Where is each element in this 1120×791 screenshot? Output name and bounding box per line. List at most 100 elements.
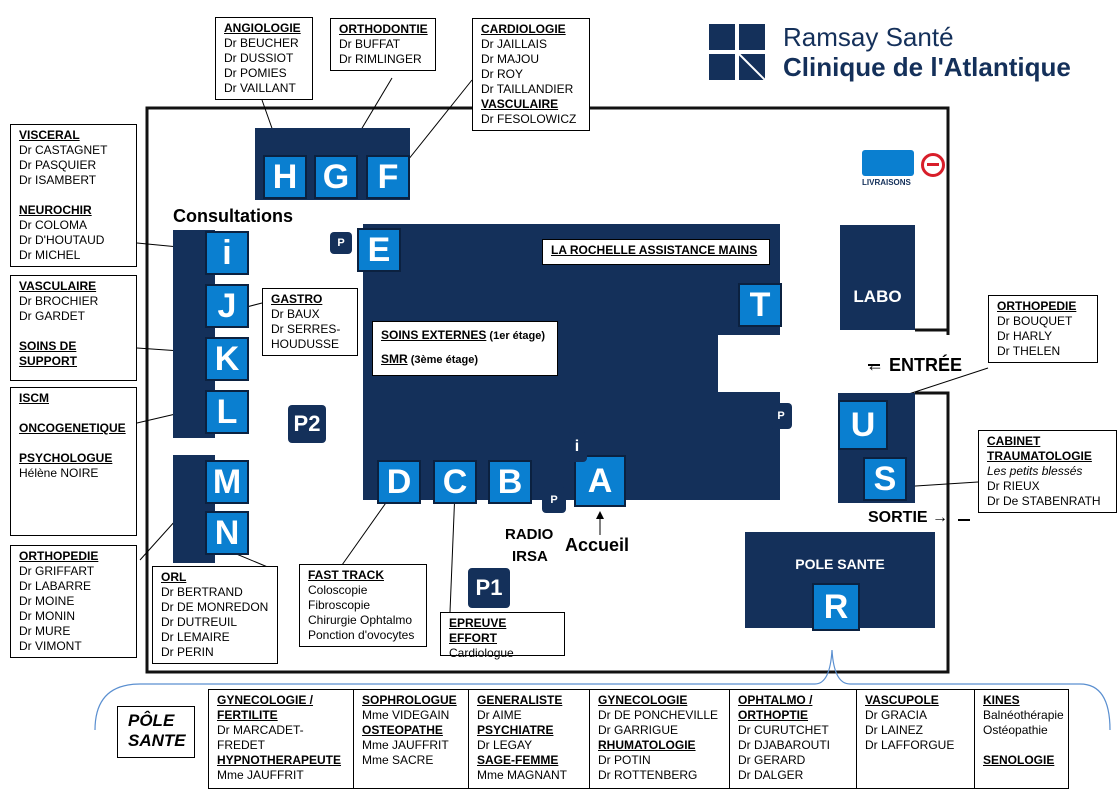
zone-i[interactable]: i: [205, 231, 249, 275]
zone-c[interactable]: C: [433, 460, 477, 504]
zone-s[interactable]: S: [863, 457, 907, 501]
bike-parking-icon: P: [542, 487, 566, 513]
practitioner-name: Dr LEGAY: [477, 738, 533, 752]
zone-u[interactable]: U: [838, 400, 888, 450]
zone-t[interactable]: T: [738, 283, 782, 327]
practitioner-name: Dr DALGER: [738, 768, 804, 782]
specialty-heading: RHUMATOLOGIE: [598, 738, 696, 752]
practitioner-name: Dr LAFFORGUE: [865, 738, 955, 752]
specialty-heading: PSYCHIATRE: [477, 723, 554, 737]
labo-label: LABO: [853, 287, 902, 306]
specialty-heading: SENOLOGIE: [983, 753, 1055, 767]
zone-f[interactable]: F: [366, 155, 410, 199]
practitioner-name: Dr AIME: [477, 708, 522, 722]
practitioner-name: Mme MAGNANT: [477, 768, 567, 782]
info-icon: i: [567, 432, 587, 462]
zone-k[interactable]: K: [205, 337, 249, 381]
practitioner-name: Mme SACRE: [362, 753, 434, 767]
zone-d[interactable]: D: [377, 460, 421, 504]
practitioner-name: Mme JAUFFRIT: [217, 768, 304, 782]
practitioner-name: [983, 738, 1060, 753]
specialty-heading: GENERALISTE: [477, 693, 563, 707]
practitioner-name: Dr GARRIGUE: [598, 723, 679, 737]
bike-parking-icon: P: [330, 232, 352, 254]
consultations-label: Consultations: [173, 206, 293, 226]
practitioner-name: Balnéothérapie: [983, 708, 1064, 722]
practitioner-name: Mme VIDEGAIN: [362, 708, 450, 722]
specialty-heading: OSTEOPATHE: [362, 723, 443, 737]
zone-l[interactable]: L: [205, 390, 249, 434]
practitioner-name: Dr GRACIA: [865, 708, 928, 722]
practitioner-name: Dr CURUTCHET: [738, 723, 829, 737]
practitioner-name: Ostéopathie: [983, 723, 1048, 737]
bike-parking-icon: P: [770, 403, 792, 429]
livraisons-label: LIVRAISONS: [862, 178, 911, 187]
irsa-label: IRSA: [512, 548, 548, 565]
zone-r[interactable]: R: [812, 583, 860, 631]
zone-h[interactable]: H: [263, 155, 307, 199]
logo-grid-icon: [709, 24, 766, 81]
practitioner-name: Dr MARCADET-FREDET: [217, 723, 304, 752]
logo-site: Clinique de l'Atlantique: [783, 52, 1071, 82]
entree-label: ← ENTRÉE: [866, 355, 963, 375]
specialty-heading: OPHTALMO / ORTHOPTIE: [738, 693, 813, 722]
logo-brand: Ramsay Santé: [783, 22, 954, 52]
practitioner-name: Dr LAINEZ: [865, 723, 924, 737]
zone-n[interactable]: N: [205, 511, 249, 555]
zone-a[interactable]: A: [574, 455, 626, 507]
practitioner-name: Dr GERARD: [738, 753, 806, 767]
parking-p2-icon: P2: [288, 405, 326, 443]
la-rochelle-assistance-mains-box: LA ROCHELLE ASSISTANCE MAINS: [542, 239, 770, 265]
zone-g[interactable]: G: [314, 155, 358, 199]
radio-label: RADIO: [505, 526, 554, 543]
specialty-heading: SOPHROLOGUE: [362, 693, 457, 707]
no-entry-icon: [921, 153, 945, 177]
zone-j[interactable]: J: [205, 284, 249, 328]
parking-p1-icon: P1: [468, 568, 510, 608]
specialty-heading: VASCUPOLE: [865, 693, 939, 707]
pole-sante-label: POLE SANTE: [795, 556, 885, 572]
practitioner-name: Mme JAUFFRIT: [362, 738, 449, 752]
zone-b[interactable]: B: [488, 460, 532, 504]
practitioner-name: Dr ROTTENBERG: [598, 768, 698, 782]
specialty-heading: GYNECOLOGIE: [598, 693, 688, 707]
main-notch: [718, 335, 782, 392]
specialty-heading: KINES: [983, 693, 1020, 707]
practitioner-name: Dr DJABAROUTI: [738, 738, 831, 752]
sortie-label: SORTIE →: [868, 509, 949, 526]
practitioner-name: Dr DE PONCHEVILLE: [598, 708, 719, 722]
building-labo: LABO: [840, 225, 915, 330]
delivery-truck-icon: [862, 150, 914, 176]
specialty-heading: HYPNOTHERAPEUTE: [217, 753, 342, 767]
practitioner-name: Dr POTIN: [598, 753, 651, 767]
soins-externes-box: SOINS EXTERNES (1er étage)SMR (3ème étag…: [372, 321, 558, 376]
accueil-label: Accueil: [565, 535, 630, 555]
zone-e[interactable]: E: [357, 228, 401, 272]
ramsay-logo: Ramsay Santé Clinique de l'Atlantique: [705, 20, 1095, 90]
zone-m[interactable]: M: [205, 460, 249, 504]
specialty-heading: GYNECOLOGIE / FERTILITE: [217, 693, 314, 722]
